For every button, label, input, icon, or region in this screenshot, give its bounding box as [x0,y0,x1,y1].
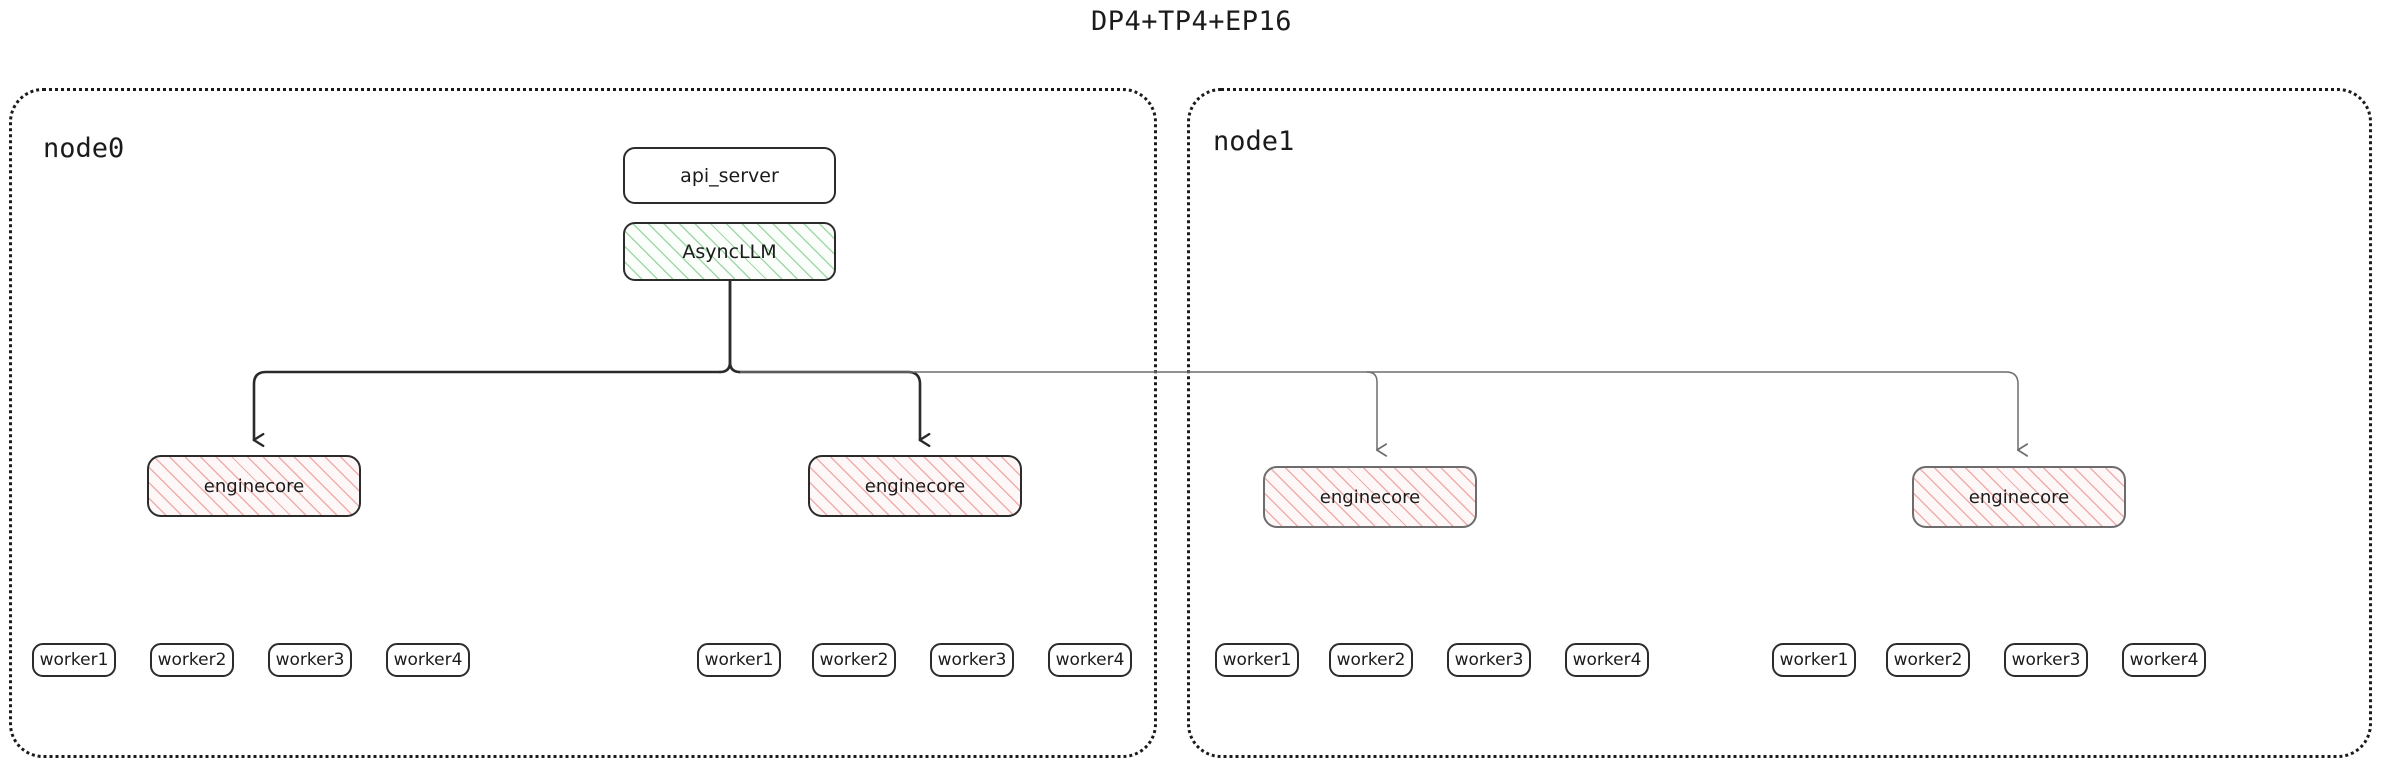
worker-box[interactable]: worker2 [1329,643,1413,677]
async-llm-box[interactable]: AsyncLLM [623,222,836,281]
worker-box[interactable]: worker2 [150,643,234,677]
node-container-node1 [1187,88,2372,758]
enginecore-box[interactable]: enginecore [1912,466,2126,528]
worker-box[interactable]: worker3 [930,643,1014,677]
worker-box[interactable]: worker4 [1565,643,1649,677]
node-label-node0: node0 [43,133,125,164]
worker-box[interactable]: worker1 [1772,643,1856,677]
enginecore-box[interactable]: enginecore [147,455,361,517]
node-label-node1: node1 [1213,126,1295,157]
worker-box[interactable]: worker4 [1048,643,1132,677]
worker-box[interactable]: worker2 [1886,643,1970,677]
enginecore-box[interactable]: enginecore [1263,466,1477,528]
worker-box[interactable]: worker3 [2004,643,2088,677]
worker-box[interactable]: worker1 [32,643,116,677]
worker-box[interactable]: worker3 [268,643,352,677]
worker-box[interactable]: worker1 [1215,643,1299,677]
api-server-box[interactable]: api_server [623,147,836,204]
worker-box[interactable]: worker4 [2122,643,2206,677]
node-container-node0 [9,88,1157,758]
worker-box[interactable]: worker1 [697,643,781,677]
worker-box[interactable]: worker4 [386,643,470,677]
enginecore-box[interactable]: enginecore [808,455,1022,517]
page-title: DP4+TP4+EP16 [1090,6,1293,37]
worker-box[interactable]: worker2 [812,643,896,677]
worker-box[interactable]: worker3 [1447,643,1531,677]
